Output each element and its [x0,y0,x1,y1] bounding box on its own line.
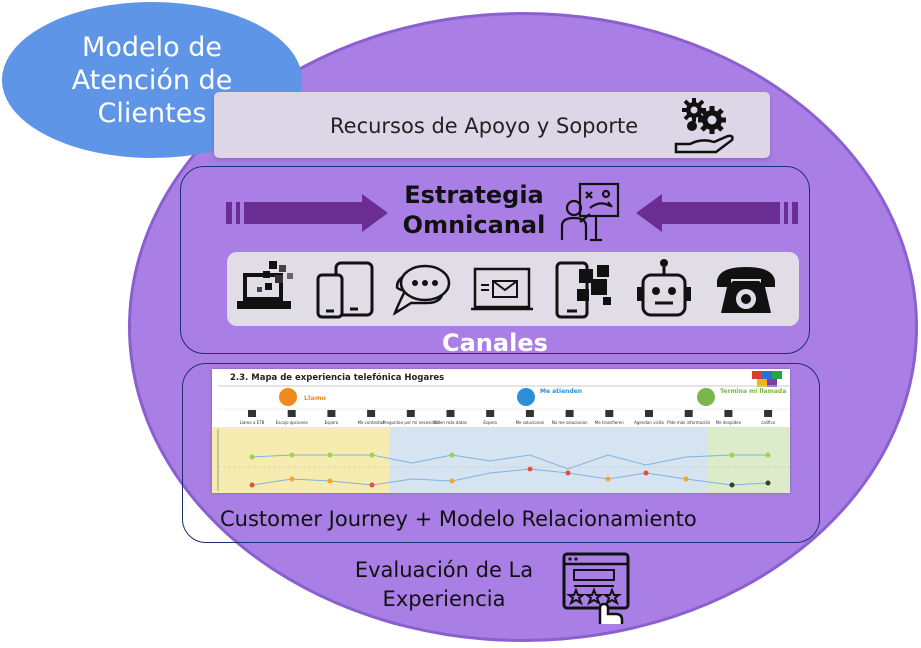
model-title-bubble: Modelo de Atención de Clientes [2,2,302,158]
journey-step: Agendan visita [634,410,664,425]
journey-step-icon [446,410,455,417]
journey-step: Pide más información [667,410,711,425]
journey-step-label: Preguntan por mi necesidad [383,420,440,425]
strategy-title: Estrategia Omnicanal [398,180,550,240]
journey-step: Me contestan [358,410,385,425]
telephone-icon [713,252,779,326]
journey-step: Espero [325,410,339,425]
journey-step-icon [486,410,495,417]
journey-step-label: Escojo opciones [276,420,308,425]
strategy-title-line1: Estrategia [404,181,544,209]
journey-step-label: Espero [325,420,339,425]
app-icon [551,252,617,326]
journey-step: Me despiden [716,410,742,425]
journey-step: Me transfieren [595,410,624,425]
chatbot-icon [631,252,697,326]
support-resources-label: Recursos de Apoyo y Soporte [330,114,639,138]
journey-step-icon [724,410,733,417]
arrow-left-icon [636,194,798,232]
brand-logo [752,371,782,387]
journey-step-icon [645,410,653,417]
journey-step-label: Agendan visita [634,420,664,425]
journey-caption: Customer Journey + Modelo Relacionamient… [220,507,697,531]
stage-label-end: Termina mi llamada [720,388,786,395]
evaluation-label-line2: Experiencia [382,587,506,611]
journey-map-title: 2.3. Mapa de experiencia telefónica Hoga… [230,372,444,383]
journey-step-label: Me solucionan [516,420,545,425]
support-resources-bar [214,92,770,158]
channels-bar [227,252,799,326]
evaluation-label: Evaluación de La Experiencia [330,556,558,614]
journey-step-label: califico [761,420,776,425]
gears-hand-icon [674,98,734,154]
journey-step-icon [327,410,336,417]
customer-journey-panel [182,363,820,543]
chat-bubbles-icon [387,252,453,326]
journey-step-icon [367,410,376,417]
journey-step-icon [565,410,574,417]
journey-map-graphic: 2.3. Mapa de experiencia telefónica Hoga… [212,371,790,493]
journey-step: Me solucionan [516,410,545,425]
stage-label-attended: Me atienden [540,388,582,395]
journey-step: Escojo opciones [276,410,308,425]
journey-step-icon [605,410,614,417]
arrow-right-icon [226,194,388,232]
journey-step: Espero [483,410,498,425]
channels-label: Canales [442,329,548,357]
journey-step-label: Espero [483,420,497,425]
journey-step-label: Llamo a ETB [240,420,265,425]
journey-step: Llamo a ETB [240,410,265,425]
journey-step: Piden más datos [434,410,467,425]
journey-step-label: Me transfieren [595,420,624,425]
journey-step: califico [761,410,776,425]
journey-step-icon [248,410,256,417]
journey-step: Preguntan por mi necesidad [383,410,440,425]
laptop-web-icon [233,252,299,326]
journey-step-label: No me solucionan [552,420,588,425]
stage-label-call: Llamo [304,394,327,402]
evaluation-label-line1: Evaluación de La [354,558,534,582]
journey-step-icon [406,410,415,417]
rating-stars-icon [562,552,630,624]
email-icon [469,252,535,326]
journey-step-icon [684,410,693,417]
journey-map-image: 2.3. Mapa de experiencia telefónica Hoga… [212,369,790,493]
journey-step-label: Piden más datos [434,420,467,425]
journey-step-label: Me despiden [716,420,742,425]
journey-step-icon [525,410,534,417]
journey-step-label: Pide más información [667,420,711,425]
omnichannel-strategy-panel [180,166,810,354]
journey-step-label: Me contestan [358,420,385,425]
strategy-board-icon [560,182,620,242]
journey-step-icon [764,410,773,417]
mobile-tablet-icon [313,252,379,326]
journey-step: No me solucionan [552,410,588,425]
strategy-title-line2: Omnicanal [402,211,546,239]
journey-step-icon [287,410,296,417]
model-title: Modelo de Atención de Clientes [71,31,233,129]
